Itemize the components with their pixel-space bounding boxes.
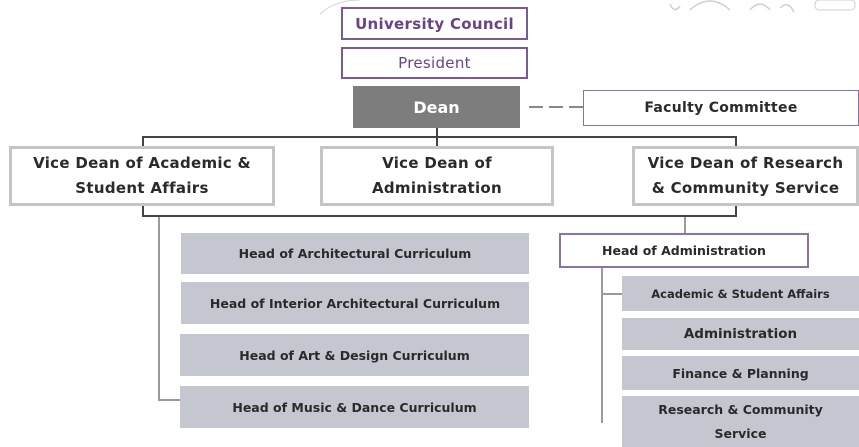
top-left-mark bbox=[0, 0, 40, 8]
curriculum-box-music-dance: Head of Music & Dance Curriculum bbox=[180, 386, 529, 428]
connector-vd1-bottom bbox=[142, 204, 144, 217]
head-of-administration-label: Head of Administration bbox=[602, 243, 766, 258]
curriculum-box-architectural: Head of Architectural Curriculum bbox=[181, 233, 529, 274]
admin-unit-administration: Administration bbox=[622, 318, 859, 350]
connector-curricula-spine bbox=[158, 217, 160, 400]
admin-unit-label: Administration bbox=[683, 326, 798, 342]
vice-dean-research-box: Vice Dean of Research & Community Servic… bbox=[632, 146, 859, 206]
vice-dean-admin-box: Vice Dean of Administration bbox=[320, 146, 554, 206]
connector-vd3 bbox=[735, 136, 737, 148]
dashed-connector bbox=[529, 106, 543, 108]
vice-dean-academic-line2: Student Affairs bbox=[75, 179, 209, 197]
curriculum-box-art-design: Head of Art & Design Curriculum bbox=[180, 334, 529, 376]
connector-curricula-end bbox=[158, 399, 180, 401]
admin-unit-finance-planning: Finance & Planning bbox=[622, 356, 859, 390]
vice-dean-research-line1: Vice Dean of Research bbox=[647, 153, 844, 172]
connector-vd1 bbox=[142, 136, 144, 148]
dean-box: Dean bbox=[353, 86, 520, 128]
connector-admin-branch bbox=[601, 293, 623, 295]
connector-vd3-bottom bbox=[735, 204, 737, 217]
decorative-sketch-icon bbox=[669, 0, 856, 13]
decorative-curve-icon bbox=[319, 0, 360, 15]
curriculum-label: Head of Interior Architectural Curriculu… bbox=[209, 295, 501, 311]
curriculum-label: Head of Art & Design Curriculum bbox=[239, 347, 470, 363]
faculty-committee-box: Faculty Committee bbox=[583, 90, 859, 126]
vice-dean-academic-line1: Vice Dean of Academic & bbox=[33, 153, 251, 172]
dean-label: Dean bbox=[413, 97, 460, 117]
connector-vice-dean-bar bbox=[142, 136, 736, 138]
head-of-administration-box: Head of Administration bbox=[559, 233, 809, 268]
faculty-committee-label: Faculty Committee bbox=[644, 100, 798, 116]
university-council-label: University Council bbox=[355, 14, 514, 33]
president-label: President bbox=[398, 54, 471, 72]
vice-dean-admin-line2: Administration bbox=[371, 179, 503, 197]
curriculum-label: Head of Music & Dance Curriculum bbox=[232, 399, 477, 415]
vice-dean-academic-box: Vice Dean of Academic & Student Affairs bbox=[9, 146, 275, 206]
connector-lower-bar bbox=[142, 215, 737, 217]
admin-unit-academic-student-affairs: Academic & Student Affairs bbox=[622, 276, 859, 311]
connector-dean-down bbox=[436, 128, 438, 138]
curriculum-label: Head of Architectural Curriculum bbox=[238, 246, 472, 261]
curriculum-box-interior: Head of Interior Architectural Curriculu… bbox=[181, 282, 529, 324]
research-service-line2: Service bbox=[714, 425, 767, 441]
president-box: President bbox=[341, 47, 528, 79]
connector-head-admin bbox=[684, 217, 686, 233]
admin-unit-research-community-service: Research & Community Service bbox=[622, 396, 859, 447]
vice-dean-research-line2: & Community Service bbox=[651, 179, 840, 197]
university-council-box: University Council bbox=[341, 7, 528, 40]
connector-vd2 bbox=[436, 136, 438, 148]
connector-admin-spine bbox=[601, 268, 603, 423]
research-service-line1: Research & Community bbox=[658, 401, 823, 417]
admin-unit-label: Academic & Student Affairs bbox=[651, 286, 830, 301]
admin-unit-label: Finance & Planning bbox=[672, 365, 809, 381]
vice-dean-admin-line1: Vice Dean of bbox=[382, 153, 492, 172]
